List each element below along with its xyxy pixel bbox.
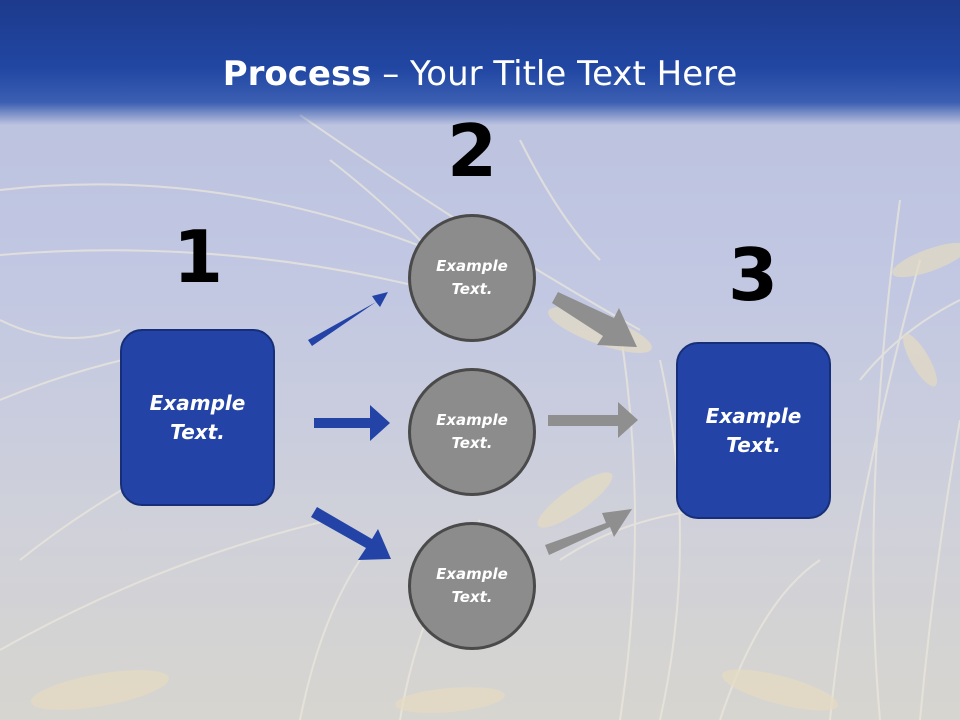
circle-middle: Example Text. xyxy=(408,368,536,496)
slide-title: Process – Your Title Text Here xyxy=(0,52,960,96)
circle-bottom-text: Example Text. xyxy=(436,565,508,606)
step-number-1: 1 xyxy=(172,215,224,299)
circle-middle-text: Example Text. xyxy=(436,411,508,452)
step-1-text: Example Text. xyxy=(149,390,246,444)
title-rest: – Your Title Text Here xyxy=(371,54,738,94)
step-number-2: 2 xyxy=(446,109,498,193)
step-1-box: Example Text. xyxy=(120,329,275,506)
circle-bottom: Example Text. xyxy=(408,522,536,650)
step-3-box: Example Text. xyxy=(676,342,831,519)
step-number-3: 3 xyxy=(727,233,779,317)
circle-top-text: Example Text. xyxy=(436,257,508,298)
circle-top: Example Text. xyxy=(408,214,536,342)
header-bar xyxy=(0,0,960,125)
step-3-text: Example Text. xyxy=(705,403,802,457)
title-bold: Process xyxy=(222,54,372,94)
